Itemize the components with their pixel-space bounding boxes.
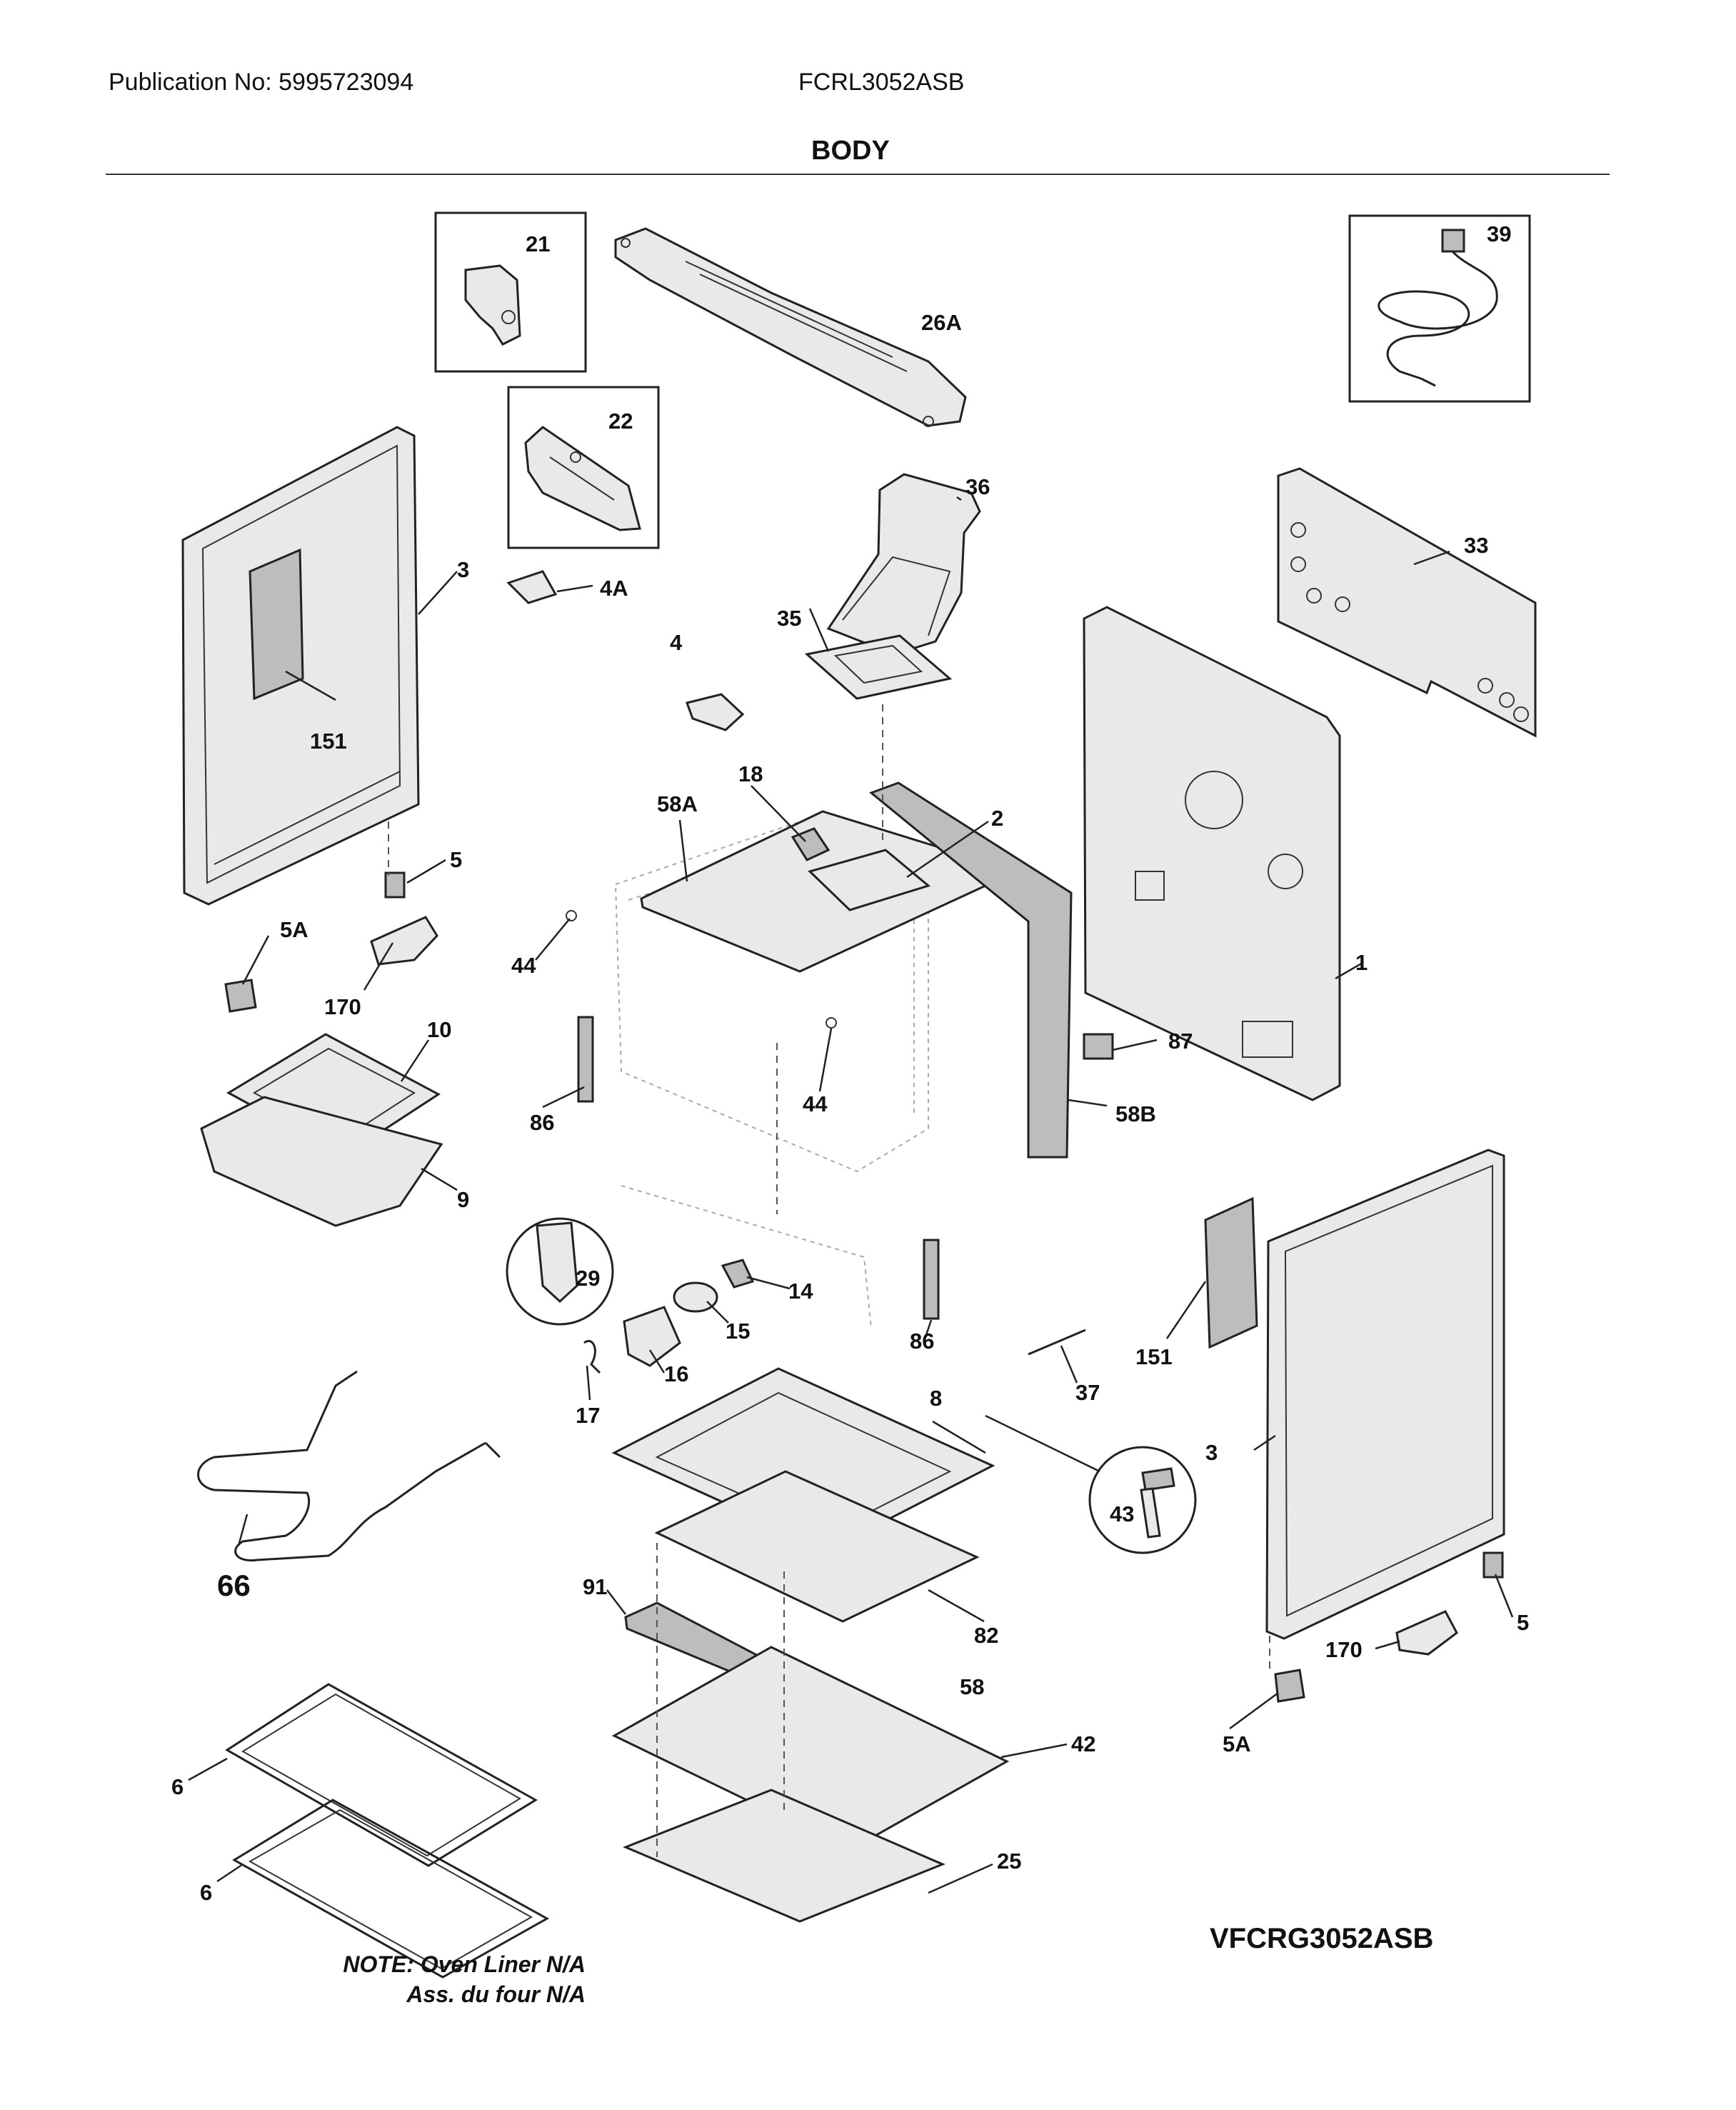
callout-15: 15 — [726, 1319, 750, 1344]
callout-170-left: 170 — [324, 994, 361, 1019]
callout-18: 18 — [738, 761, 763, 786]
callout-1: 1 — [1355, 950, 1368, 975]
callout-26A: 26A — [921, 310, 962, 335]
broiler-pan-9 — [200, 1096, 443, 1227]
bracket-86-left — [577, 1016, 594, 1103]
callout-5-left: 5 — [450, 847, 462, 872]
hinge-receiver-5-left — [384, 871, 406, 899]
terminal-block-87 — [1083, 1033, 1114, 1060]
callout-5-right: 5 — [1517, 1610, 1529, 1635]
callout-86-right: 86 — [910, 1329, 934, 1354]
variant-model-number: VFCRG3052ASB — [1210, 1923, 1434, 1954]
callout-58B: 58B — [1115, 1101, 1156, 1126]
vent-gasket-35 — [804, 634, 953, 700]
callout-35: 35 — [777, 606, 801, 631]
side-panel-bracket-151 — [249, 548, 304, 701]
callout-3-left: 3 — [457, 557, 469, 582]
light-clip-17 — [583, 1340, 601, 1374]
callout-58: 58 — [960, 1674, 984, 1699]
callout-44-right: 44 — [803, 1091, 828, 1116]
bracket-22-part — [524, 426, 641, 531]
callout-25: 25 — [997, 1849, 1021, 1874]
bracket-86-right — [923, 1239, 940, 1320]
callout-87: 87 — [1168, 1029, 1193, 1054]
callout-91: 91 — [583, 1574, 607, 1599]
callout-170-right: 170 — [1325, 1637, 1363, 1662]
hinge-receiver-5-right — [1482, 1551, 1504, 1579]
callout-21: 21 — [526, 231, 550, 256]
power-cord-39 — [1378, 229, 1498, 387]
callout-151-left: 151 — [310, 729, 347, 754]
bake-element-66 — [197, 1370, 501, 1562]
oven-rack-6-upper — [225, 1683, 538, 1867]
callout-3-right: 3 — [1205, 1440, 1218, 1465]
wire-37 — [1028, 1329, 1086, 1356]
side-panel-bracket-151-right — [1204, 1196, 1258, 1349]
callout-33: 33 — [1464, 533, 1488, 558]
callout-66: 66 — [217, 1569, 251, 1602]
inset-circle-29 — [506, 1217, 614, 1326]
callout-22: 22 — [608, 409, 633, 434]
callout-42: 42 — [1071, 1731, 1095, 1756]
callout-86-left: 86 — [530, 1110, 554, 1135]
callout-151-right: 151 — [1135, 1344, 1173, 1369]
hinge-5A-left — [224, 979, 257, 1013]
bracket-4A — [506, 570, 558, 604]
callout-9: 9 — [457, 1187, 469, 1212]
section-title: BODY — [811, 136, 890, 166]
inset-box-21 — [434, 211, 587, 373]
callout-6-lower: 6 — [200, 1880, 212, 1905]
bracket-4 — [686, 693, 745, 731]
light-lens-16 — [623, 1306, 681, 1367]
callout-43: 43 — [1110, 1501, 1134, 1526]
callout-8: 8 — [930, 1386, 942, 1411]
rear-insulation-58B — [869, 781, 1073, 1159]
top-bracket-26A — [614, 227, 967, 427]
callout-10: 10 — [427, 1017, 451, 1042]
callout-37: 37 — [1075, 1380, 1100, 1405]
leveling-screw-43 — [1141, 1467, 1175, 1491]
rear-panel-33 — [1277, 467, 1537, 738]
hinge-170-left — [370, 916, 438, 966]
callout-6-upper: 6 — [171, 1774, 184, 1799]
screw-44-right — [826, 1017, 837, 1029]
bottom-cover-82 — [654, 1470, 980, 1623]
right-side-panel-3 — [1265, 1149, 1505, 1640]
light-socket-part-29 — [536, 1221, 578, 1304]
oven-light-switch-part — [464, 264, 521, 346]
callout-16: 16 — [664, 1361, 688, 1386]
callout-39: 39 — [1487, 221, 1511, 246]
callout-4: 4 — [670, 630, 683, 655]
oven-rack-6-lower — [232, 1799, 550, 1979]
note-line-2: Ass. du four N/A — [406, 1981, 586, 2007]
callout-44-left: 44 — [511, 953, 536, 978]
light-socket-14 — [721, 1259, 755, 1289]
callout-17: 17 — [576, 1403, 600, 1428]
callout-2: 2 — [991, 806, 1003, 831]
inset-circle-43 — [1088, 1446, 1197, 1554]
vent-duct-36 — [826, 473, 981, 656]
callout-82: 82 — [974, 1623, 998, 1648]
model-number: FCRL3052ASB — [798, 69, 965, 96]
callout-5A-right: 5A — [1223, 1731, 1251, 1756]
panel-25 — [623, 1789, 945, 1923]
callout-4A: 4A — [600, 576, 628, 601]
callout-36: 36 — [965, 474, 990, 499]
note-line-1: NOTE: Oven Liner N/A — [343, 1951, 586, 1977]
callout-29: 29 — [576, 1266, 600, 1291]
header-divider — [106, 174, 1610, 175]
hinge-170-right — [1395, 1610, 1458, 1656]
screw-44-left — [566, 910, 577, 921]
callout-58A: 58A — [657, 791, 698, 816]
callout-14: 14 — [788, 1279, 813, 1304]
publication-number: Publication No: 5995723094 — [109, 69, 414, 96]
back-wall-1 — [1083, 606, 1341, 1101]
callout-5A-left: 5A — [280, 917, 308, 942]
light-bulb-15 — [673, 1281, 718, 1313]
vent-gasket-2 — [808, 849, 931, 911]
hinge-5A-right — [1274, 1669, 1305, 1703]
inset-box-39 — [1348, 214, 1531, 403]
inset-box-22 — [507, 386, 660, 549]
